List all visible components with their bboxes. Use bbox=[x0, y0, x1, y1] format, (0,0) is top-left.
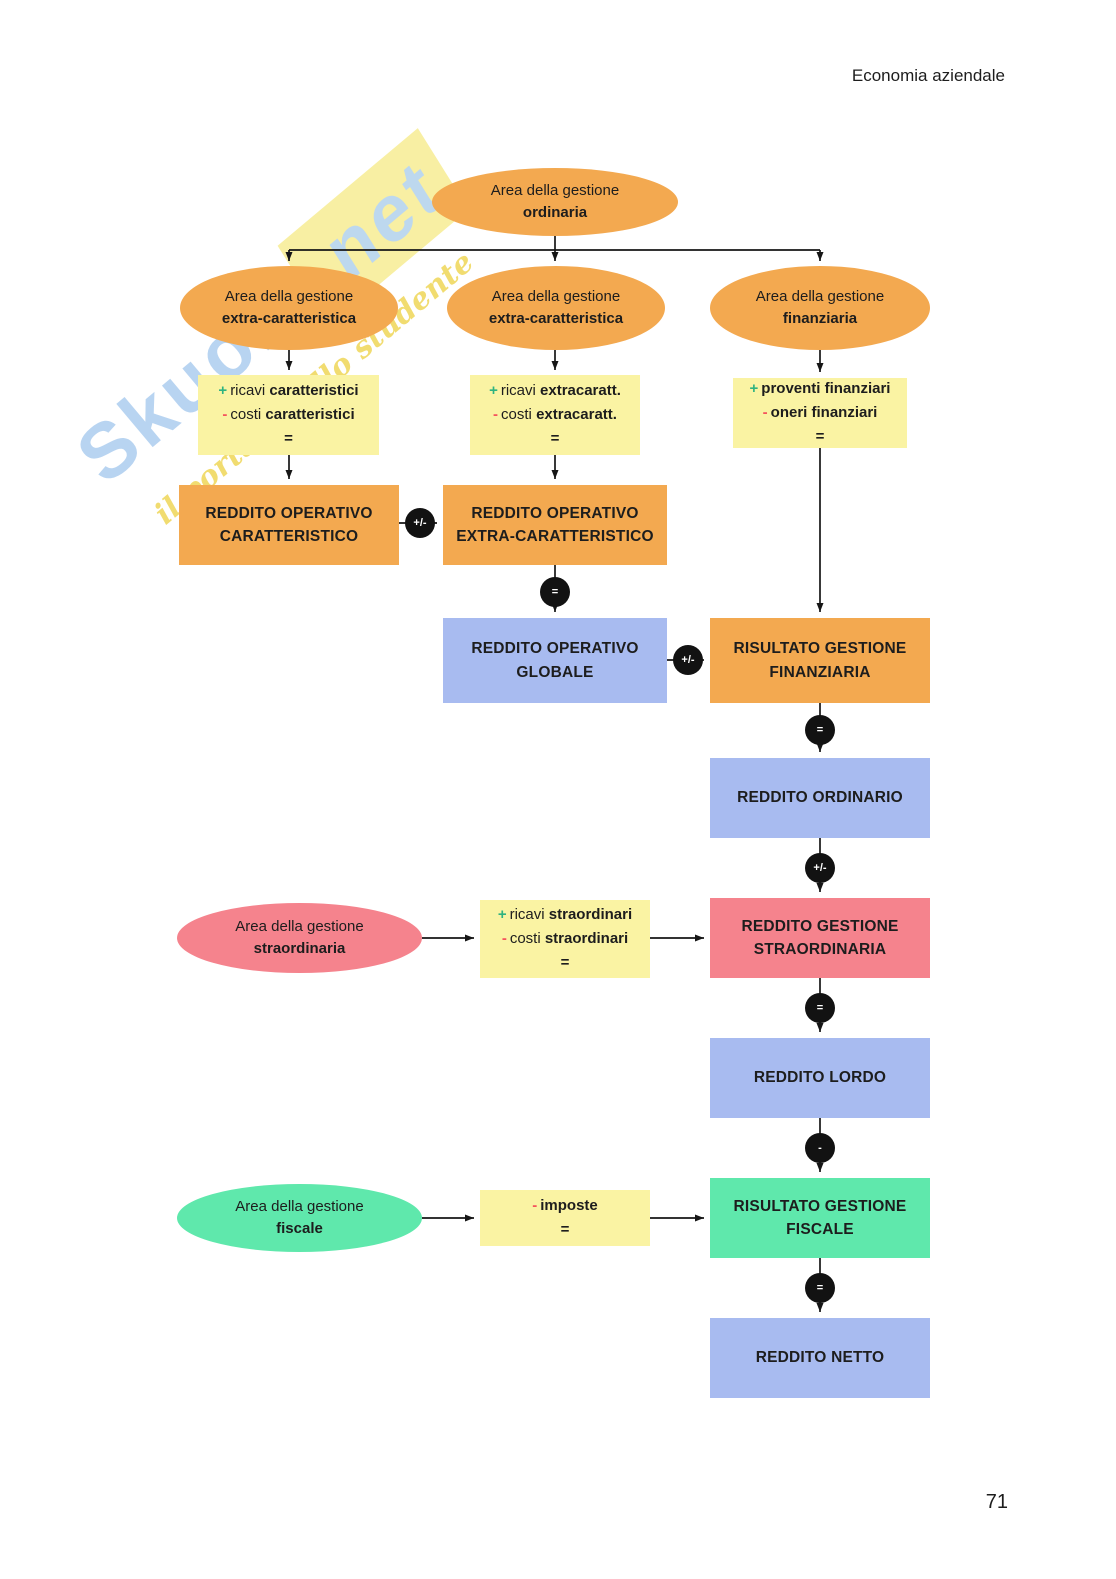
page-number: 71 bbox=[985, 1491, 1008, 1513]
result-line2: EXTRA-CARATTERISTICO bbox=[456, 528, 654, 545]
operator-equals-2: = bbox=[805, 715, 835, 745]
formula-text-bold: extracaratt. bbox=[540, 382, 621, 399]
operator-plusminus-3: +/- bbox=[805, 853, 835, 883]
minus-sign: - bbox=[493, 406, 499, 423]
formula-text-bold: caratteristici bbox=[265, 406, 355, 423]
formula-box-straordinaria: +ricavi straordinari -costi straordinari… bbox=[480, 900, 650, 978]
formula-row: +ricavi extracaratt. bbox=[489, 379, 621, 403]
minus-sign: - bbox=[762, 404, 768, 421]
box-reddito-lordo: REDDITO LORDO bbox=[710, 1038, 930, 1118]
formula-text: costi bbox=[230, 406, 266, 423]
result-line1: RISULTATO GESTIONE bbox=[733, 640, 907, 658]
formula-row: -imposte bbox=[532, 1194, 598, 1218]
result-line1: RISULTATO GESTIONE bbox=[733, 1197, 907, 1215]
box-reddito-gestione-straordinaria: REDDITO GESTIONE STRAORDINARIA bbox=[710, 898, 930, 978]
formula-text-bold: straordinari bbox=[548, 906, 633, 923]
area-label-line1: Area della gestione bbox=[235, 1198, 364, 1216]
area-label-line1: Area della gestione bbox=[490, 182, 620, 200]
area-label-line2: straordinaria bbox=[253, 940, 346, 957]
result-line1: REDDITO OPERATIVO bbox=[471, 504, 639, 522]
plus-sign: + bbox=[497, 906, 507, 923]
page-header: Economia aziendale bbox=[851, 66, 1005, 85]
formula-row: +ricavi caratteristici bbox=[218, 379, 358, 403]
result-line2: FINANZIARIA bbox=[769, 663, 871, 681]
area-label-line1: Area della gestione bbox=[235, 918, 364, 936]
ellipse-area-gestione-ordinaria: Area della gestione ordinaria bbox=[432, 168, 678, 236]
formula-text: costi bbox=[509, 930, 545, 947]
result-line1: REDDITO ORDINARIO bbox=[737, 789, 903, 807]
formula-box-finanziaria: +proventi finanziari -oneri finanziari = bbox=[733, 378, 907, 448]
operator-equals-1: = bbox=[540, 577, 570, 607]
result-line2: GLOBALE bbox=[516, 663, 594, 681]
plus-sign: + bbox=[489, 382, 498, 399]
result-line1: REDDITO LORDO bbox=[753, 1069, 887, 1087]
result-line2: FISCALE bbox=[786, 1221, 854, 1238]
equals-sign: = bbox=[560, 1221, 570, 1238]
formula-row: -costi straordinari bbox=[502, 927, 628, 951]
minus-sign: - bbox=[501, 930, 507, 947]
plus-sign: + bbox=[749, 380, 759, 397]
result-line1: REDDITO NETTO bbox=[755, 1349, 885, 1367]
operator-plusminus-1: +/- bbox=[405, 508, 435, 538]
operator-equals-4: = bbox=[805, 1273, 835, 1303]
area-label-line1: Area della gestione bbox=[224, 288, 354, 306]
box-reddito-operativo-globale: REDDITO OPERATIVO GLOBALE bbox=[443, 618, 667, 703]
ellipse-area-gestione-extra-caratteristica-2: Area della gestione extra-caratteristica bbox=[447, 266, 665, 350]
ellipse-area-gestione-straordinaria: Area della gestione straordinaria bbox=[177, 903, 422, 973]
area-label-line1: Area della gestione bbox=[755, 288, 885, 306]
formula-row: +ricavi straordinari bbox=[498, 903, 632, 927]
formula-text-bold: oneri finanziari bbox=[770, 404, 878, 421]
box-risultato-gestione-finanziaria: RISULTATO GESTIONE FINANZIARIA bbox=[710, 618, 930, 703]
box-reddito-operativo-caratteristico: REDDITO OPERATIVO CARATTERISTICO bbox=[179, 485, 399, 565]
formula-row: -costi extracaratt. bbox=[493, 403, 617, 427]
equals-sign: = bbox=[284, 430, 293, 447]
result-line1: REDDITO OPERATIVO bbox=[471, 640, 639, 658]
formula-row: -oneri finanziari bbox=[763, 401, 878, 425]
formula-row: -costi caratteristici bbox=[222, 403, 354, 427]
formula-box-fiscale: -imposte = bbox=[480, 1190, 650, 1246]
formula-text: ricavi bbox=[500, 382, 541, 399]
result-line2: STRAORDINARIA bbox=[753, 941, 887, 958]
ellipse-area-gestione-finanziaria: Area della gestione finanziaria bbox=[710, 266, 930, 350]
box-reddito-ordinario: REDDITO ORDINARIO bbox=[710, 758, 930, 838]
formula-box-extracaratteristica: +ricavi extracaratt. -costi extracaratt.… bbox=[470, 375, 640, 455]
area-label-line2: extra-caratteristica bbox=[221, 310, 357, 327]
ellipse-area-gestione-extra-caratteristica-1: Area della gestione extra-caratteristica bbox=[180, 266, 398, 350]
area-label-line2: fiscale bbox=[276, 1220, 323, 1237]
area-label-line2: extra-caratteristica bbox=[488, 310, 624, 327]
minus-sign: - bbox=[222, 406, 228, 423]
area-label-line2: finanziaria bbox=[782, 310, 858, 327]
result-line2: CARATTERISTICO bbox=[219, 528, 359, 545]
formula-text: costi bbox=[501, 406, 537, 423]
formula-text-bold: extracaratt. bbox=[536, 406, 617, 423]
result-line1: REDDITO GESTIONE bbox=[741, 917, 899, 935]
plus-sign: + bbox=[218, 382, 228, 399]
formula-text-bold: proventi finanziari bbox=[761, 380, 891, 397]
formula-text: ricavi bbox=[230, 382, 270, 399]
formula-box-caratteristica: +ricavi caratteristici -costi caratteris… bbox=[198, 375, 379, 455]
ellipse-area-gestione-fiscale: Area della gestione fiscale bbox=[177, 1184, 422, 1252]
box-reddito-operativo-extra-caratteristico: REDDITO OPERATIVO EXTRA-CARATTERISTICO bbox=[443, 485, 667, 565]
operator-minus-1: - bbox=[805, 1133, 835, 1163]
box-reddito-netto: REDDITO NETTO bbox=[710, 1318, 930, 1398]
formula-text-bold: straordinari bbox=[544, 930, 629, 947]
formula-text-bold: caratteristici bbox=[269, 382, 359, 399]
equals-sign: = bbox=[815, 428, 825, 445]
minus-sign: - bbox=[532, 1197, 538, 1214]
formula-text-bold: imposte bbox=[540, 1197, 598, 1214]
operator-equals-3: = bbox=[805, 993, 835, 1023]
equals-sign: = bbox=[560, 954, 570, 971]
box-risultato-gestione-fiscale: RISULTATO GESTIONE FISCALE bbox=[710, 1178, 930, 1258]
formula-text: ricavi bbox=[509, 906, 549, 923]
area-label-line2: ordinaria bbox=[522, 204, 588, 221]
operator-plusminus-2: +/- bbox=[673, 645, 703, 675]
result-line1: REDDITO OPERATIVO bbox=[205, 504, 373, 522]
equals-sign: = bbox=[550, 430, 560, 447]
area-label-line1: Area della gestione bbox=[491, 288, 621, 306]
formula-row: +proventi finanziari bbox=[750, 377, 891, 401]
